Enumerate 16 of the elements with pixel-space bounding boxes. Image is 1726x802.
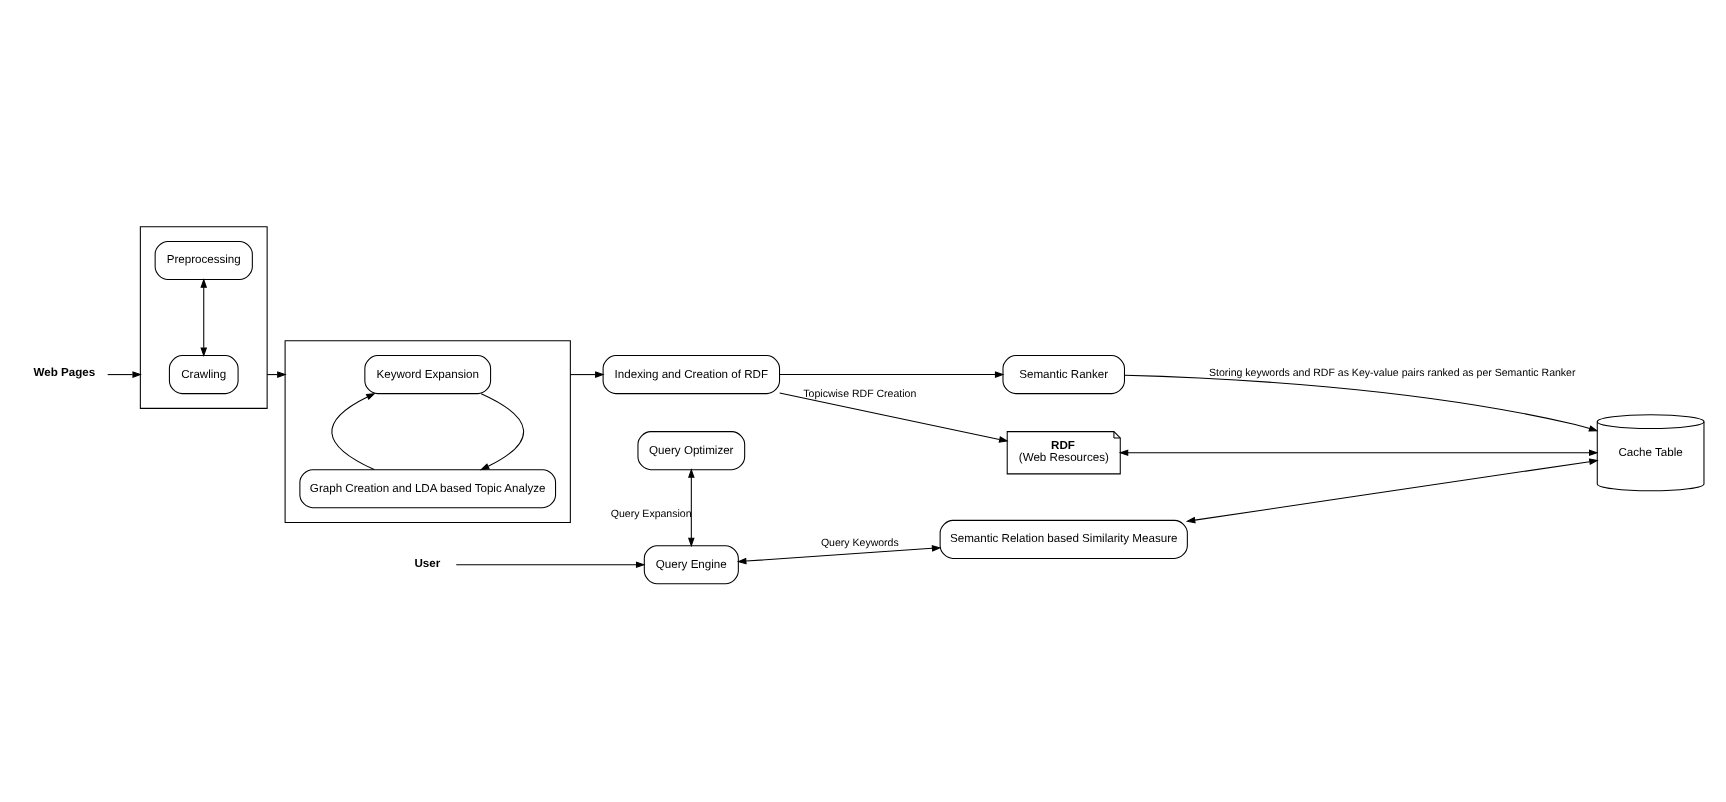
- arrow: [688, 468, 695, 548]
- arrow: [455, 561, 646, 569]
- cluster: [284, 340, 571, 524]
- arrow: [1118, 449, 1599, 457]
- cluster: [139, 226, 268, 409]
- arrow: [266, 371, 287, 378]
- arrow: [479, 393, 525, 471]
- arrow: [569, 371, 605, 378]
- arrow: [1124, 374, 1599, 432]
- arrow: [779, 392, 1009, 443]
- arrow: [331, 393, 376, 471]
- arrow: [107, 371, 142, 378]
- arrow: [736, 545, 942, 565]
- arrow: [200, 278, 208, 358]
- arrow: [779, 371, 1005, 378]
- arrow: [1185, 458, 1599, 524]
